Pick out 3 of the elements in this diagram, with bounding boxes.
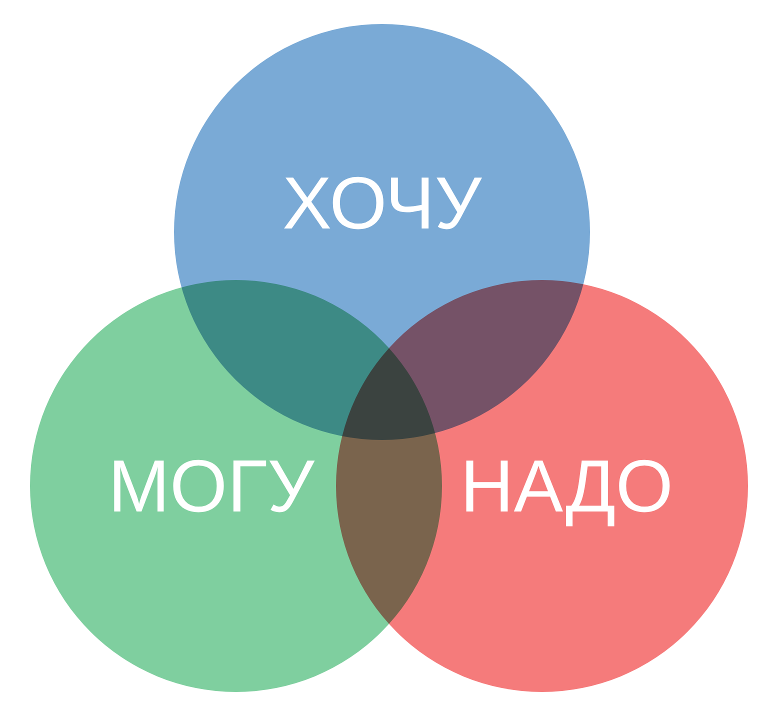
circle-label: ХОЧУ [282, 160, 482, 246]
circle-label: НАДО [460, 444, 674, 528]
circle-label: МОГУ [108, 444, 314, 528]
